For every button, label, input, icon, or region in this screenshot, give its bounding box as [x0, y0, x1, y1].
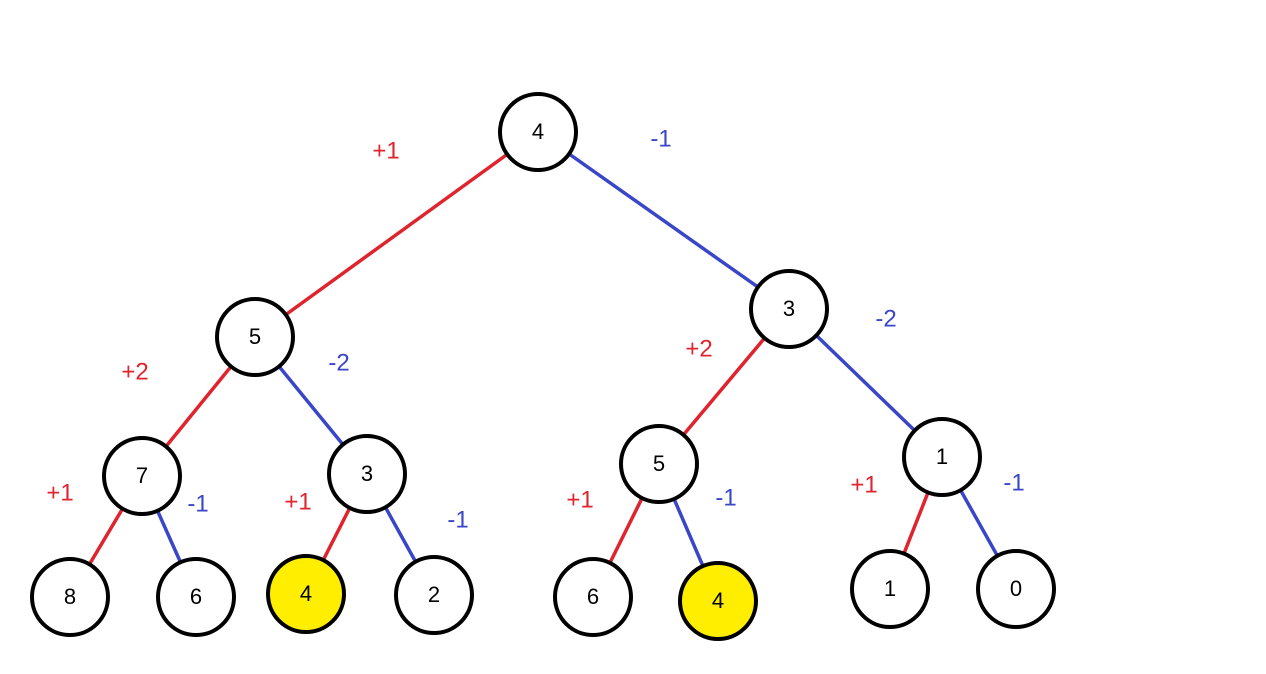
- node-value-label: 7: [136, 463, 148, 488]
- node-circle: [749, 269, 829, 349]
- highlighted-node-circle: [678, 561, 758, 641]
- edge-weight-label: +1: [850, 471, 877, 498]
- tree-node: 4: [266, 554, 346, 634]
- node-circle: [215, 297, 295, 377]
- node-value-label: 5: [249, 324, 261, 349]
- node-circle: [976, 549, 1056, 629]
- tree-node: 7: [102, 436, 182, 516]
- node-value-label: 4: [300, 581, 312, 606]
- tree-node: 1: [902, 417, 982, 497]
- nodes-layer: 4 5 3 7 3 5 1 8 6 4 2 6 4 1 0: [30, 92, 1056, 641]
- node-circle: [850, 549, 930, 629]
- node-value-label: 4: [532, 119, 544, 144]
- tree-node: 4: [498, 92, 578, 172]
- edge-weight-label: +2: [121, 358, 148, 385]
- node-value-label: 2: [428, 582, 440, 607]
- edge-weight-label: -1: [715, 484, 736, 511]
- node-circle: [102, 436, 182, 516]
- node-circle: [619, 424, 699, 504]
- tree-node: 5: [619, 424, 699, 504]
- node-value-label: 1: [884, 576, 896, 601]
- highlighted-node-circle: [266, 554, 346, 634]
- node-circle: [156, 557, 236, 637]
- tree-node: 4: [678, 561, 758, 641]
- tree-node: 0: [976, 549, 1056, 629]
- edge-labels-layer: +1 -1 +2 -2 +2 -2 +1 -1 +1 -1 +1 -1 +1 -1: [46, 125, 1024, 533]
- tree-node: 2: [394, 555, 474, 635]
- node-value-label: 1: [936, 444, 948, 469]
- tree-node: 8: [30, 557, 110, 637]
- tree-node: 5: [215, 297, 295, 377]
- edge-weight-label: -1: [447, 506, 468, 533]
- node-value-label: 4: [712, 588, 724, 613]
- tree-edge-minus: [536, 130, 791, 311]
- tree-node: 3: [327, 434, 407, 514]
- edge-weight-label: -1: [187, 490, 208, 517]
- edge-weight-label: +1: [284, 488, 311, 515]
- tree-node: 1: [850, 549, 930, 629]
- edge-weight-label: +1: [46, 479, 73, 506]
- node-value-label: 3: [361, 461, 373, 486]
- edge-weight-label: -1: [1003, 469, 1024, 496]
- edge-weight-label: -2: [875, 305, 896, 332]
- node-value-label: 6: [190, 584, 202, 609]
- edge-weight-label: +1: [566, 486, 593, 513]
- node-value-label: 5: [653, 451, 665, 476]
- tree-node: 3: [749, 269, 829, 349]
- node-circle: [327, 434, 407, 514]
- node-value-label: 3: [783, 296, 795, 321]
- tree-node: 6: [156, 557, 236, 637]
- tree-edge-plus: [253, 130, 540, 339]
- node-circle: [498, 92, 578, 172]
- node-value-label: 8: [64, 584, 76, 609]
- edges-layer: [68, 130, 1018, 603]
- node-circle: [30, 557, 110, 637]
- node-value-label: 0: [1010, 576, 1022, 601]
- edge-weight-label: -2: [328, 349, 349, 376]
- edge-weight-label: +1: [372, 137, 399, 164]
- node-circle: [902, 417, 982, 497]
- edge-weight-label: -1: [650, 125, 671, 152]
- edge-weight-label: +2: [685, 335, 712, 362]
- node-circle: [553, 557, 633, 637]
- node-circle: [394, 555, 474, 635]
- node-value-label: 6: [587, 584, 599, 609]
- tree-node: 6: [553, 557, 633, 637]
